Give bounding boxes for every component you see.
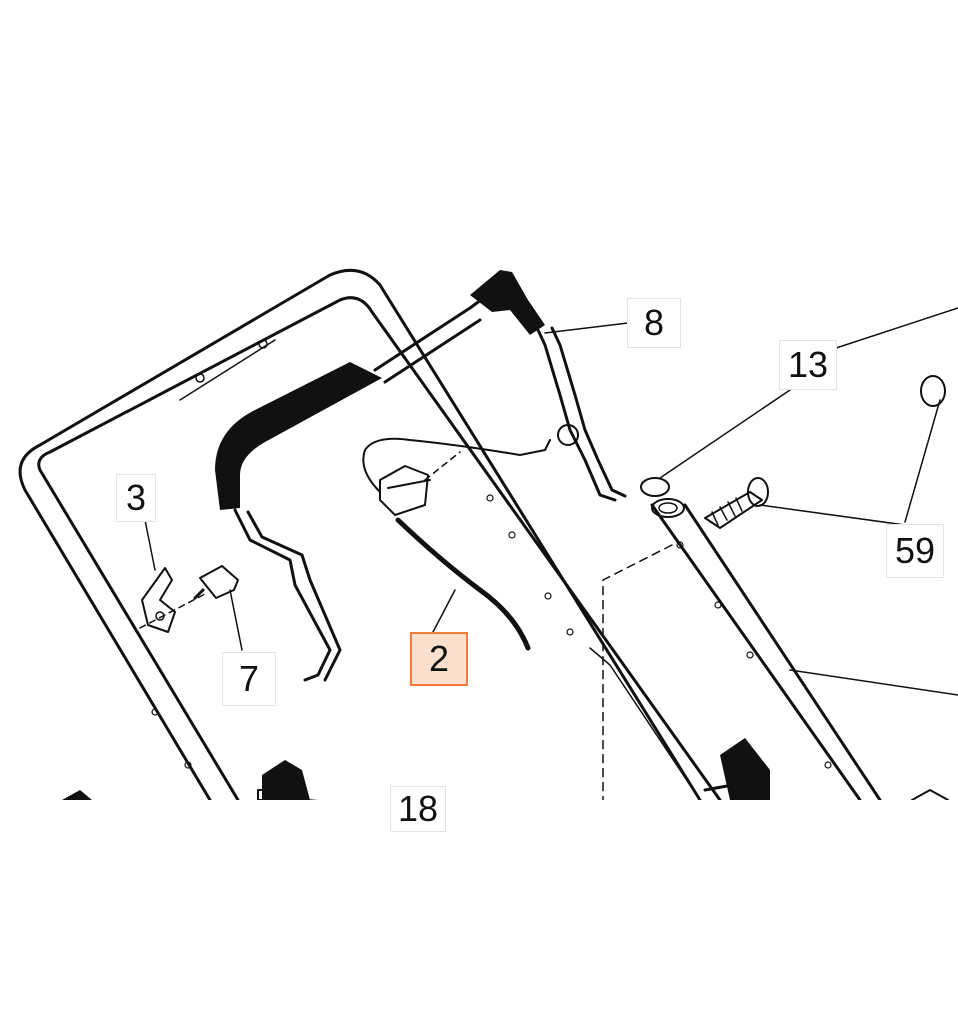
callout-13: 13 [779, 340, 837, 390]
bracket-and-bolt [139, 565, 239, 633]
callout-7: 7 [222, 652, 276, 706]
leader-lines [144, 307, 958, 800]
brake-cable [362, 437, 551, 651]
callout-59: 59 [886, 524, 944, 578]
handle-frame [18, 268, 722, 800]
handle-knobs [62, 738, 949, 800]
callout-8: 8 [627, 298, 681, 348]
callout-3: 3 [116, 474, 156, 522]
control-bar [215, 270, 627, 682]
plug-and-bolt [640, 375, 946, 529]
right-handle-tube [602, 498, 958, 800]
callout-2-highlighted[interactable]: 2 [410, 632, 468, 686]
